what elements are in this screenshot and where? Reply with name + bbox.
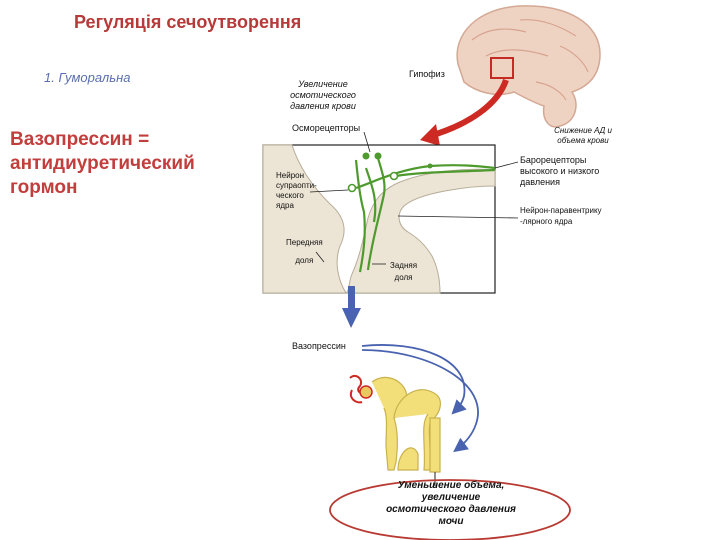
- outcome-line-4: мочи: [438, 516, 464, 527]
- baroreceptors-line-3: давления: [520, 177, 560, 187]
- outcome-line-3: осмотического давления: [386, 504, 516, 515]
- section-subtitle: 1. Гуморальна: [44, 70, 131, 85]
- red-arrow: [420, 78, 509, 146]
- paraventricular-soma: [389, 171, 399, 181]
- paraventricular-neuron-label: Нейрон-паравентрику -лярного ядра: [520, 205, 602, 227]
- increase-osmotic-label: Увеличение осмотического давления крови: [268, 79, 378, 112]
- bp-decrease-line-2: объема крови: [557, 136, 609, 145]
- baroreceptor-input-dot: [427, 163, 433, 169]
- bp-decrease-line-1: Снижение АД и: [554, 126, 612, 135]
- heading-line-1: Вазопрессин =: [10, 129, 150, 150]
- anterior-lobe-line-2: доля: [295, 256, 314, 265]
- hypophysis-label: Гипофиз: [409, 69, 445, 79]
- posterior-lobe-line-2: доля: [394, 273, 413, 282]
- osmoreceptor-dot-1: [362, 152, 370, 160]
- anterior-lobe-label: Передняя доля: [286, 234, 323, 270]
- vasopressin-action-arrows: [361, 344, 479, 453]
- baroreceptors-line-1: Барорецепторы: [520, 155, 587, 165]
- posterior-lobe-label: Задняя доля: [390, 260, 417, 284]
- vasopressin-label: Вазопрессин: [292, 341, 346, 351]
- increase-osmotic-line-3: давления крови: [290, 101, 356, 111]
- vasopressin-heading: Вазопрессин = антидиуретический гормон: [10, 128, 240, 200]
- paraventricular-line-2: -лярного ядра: [520, 217, 573, 226]
- supraoptic-soma: [347, 183, 357, 193]
- supraoptic-line-1: Нейрон: [276, 171, 305, 180]
- supraoptic-line-2: супраопти-: [276, 181, 317, 190]
- baroreceptors-label: Барорецепторы высокого и низкого давлени…: [520, 155, 599, 188]
- outcome-ellipse: [329, 479, 571, 540]
- supraoptic-line-3: ческого: [276, 191, 304, 200]
- brain-illustration: [456, 5, 601, 128]
- supraoptic-neuron-label: Нейрон супраопти- ческого ядра: [276, 171, 317, 211]
- osmoreceptors-label: Осморецепторы: [292, 123, 361, 133]
- nephron-illustration: [349, 374, 441, 473]
- increase-osmotic-line-1: Увеличение: [298, 79, 348, 89]
- baroreceptors-line-2: высокого и низкого: [520, 166, 600, 176]
- blue-down-arrow: [342, 286, 361, 328]
- outcome-label: Уменьшение объема, увеличение осмотическ…: [368, 480, 534, 528]
- posterior-lobe-line-1: Задняя: [390, 261, 418, 270]
- anterior-lobe-line-1: Передняя: [286, 238, 323, 247]
- outcome-line-2: увеличение: [421, 492, 481, 503]
- pituitary-highlight-box: [490, 57, 514, 79]
- anterior-lobe-tissue: [262, 144, 347, 294]
- heading-line-2: антидиуретический: [10, 153, 195, 174]
- page-title: Регуляція сечоутворення: [74, 12, 302, 32]
- outcome-line-1: Уменьшение объема,: [397, 480, 505, 491]
- supraoptic-line-4: ядра: [276, 201, 294, 210]
- paraventricular-line-1: Нейрон-паравентрику: [520, 206, 602, 215]
- leader-lines: [309, 131, 519, 265]
- osmoreceptor-dot-2: [374, 152, 382, 160]
- increase-osmotic-line-2: осмотического: [290, 90, 356, 100]
- bp-decrease-label: Снижение АД и объема крови: [538, 126, 628, 146]
- heading-line-3: гормон: [10, 177, 78, 198]
